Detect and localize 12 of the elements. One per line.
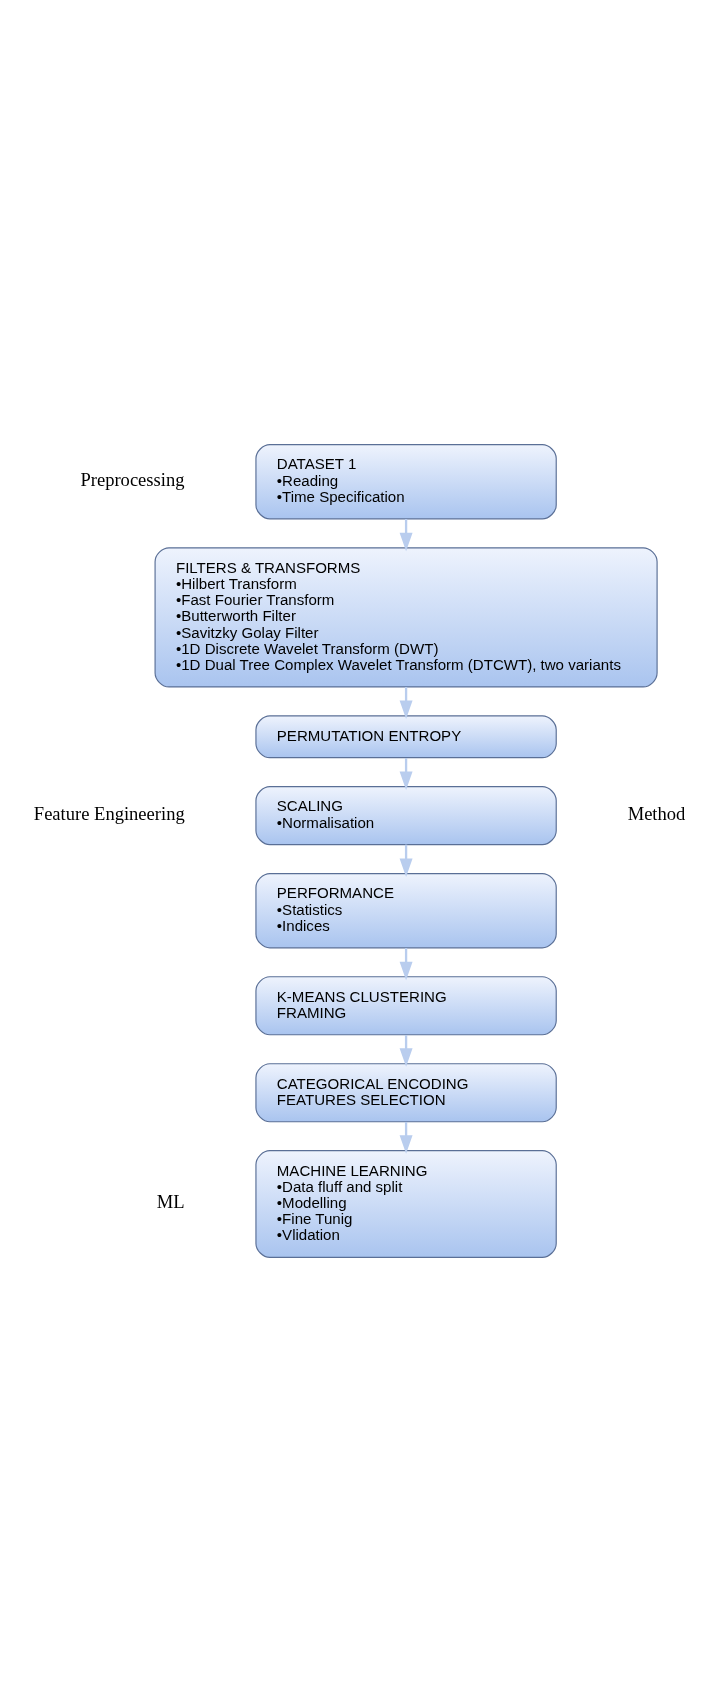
label: Feature Engineering [33,802,185,824]
node-box: FILTERS & TRANSFORMS •Hilbert Transform •Fast Fourier Transform •Butterworth Filter •Savitzky Golay Filter •1D Discrete Wavelet Transform (DWT) •1D Dual Tree Complex Wavelet Transform (DTCWT), two variants [154,546,658,688]
node-box: PERMUTATION ENTROPY [255,714,557,758]
node-box: PERFORMANCE •Statistics •Indices [255,872,557,948]
node-box: CATEGORICAL ENCODING FEATURES SELECTION [255,1062,557,1122]
node-box: MACHINE LEARNING •Data fluff and split •Modelling •Fine Tunig •Vlidation [255,1149,557,1258]
label: Preprocessing [80,468,185,490]
node-box: DATASET 1 •Reading •Time Specification [255,443,557,519]
node-box: SCALING •Normalisation [255,785,557,845]
label: ML [156,1190,185,1212]
node-box: K-MEANS CLUSTERING FRAMING [255,975,557,1035]
label: Method [627,802,686,824]
